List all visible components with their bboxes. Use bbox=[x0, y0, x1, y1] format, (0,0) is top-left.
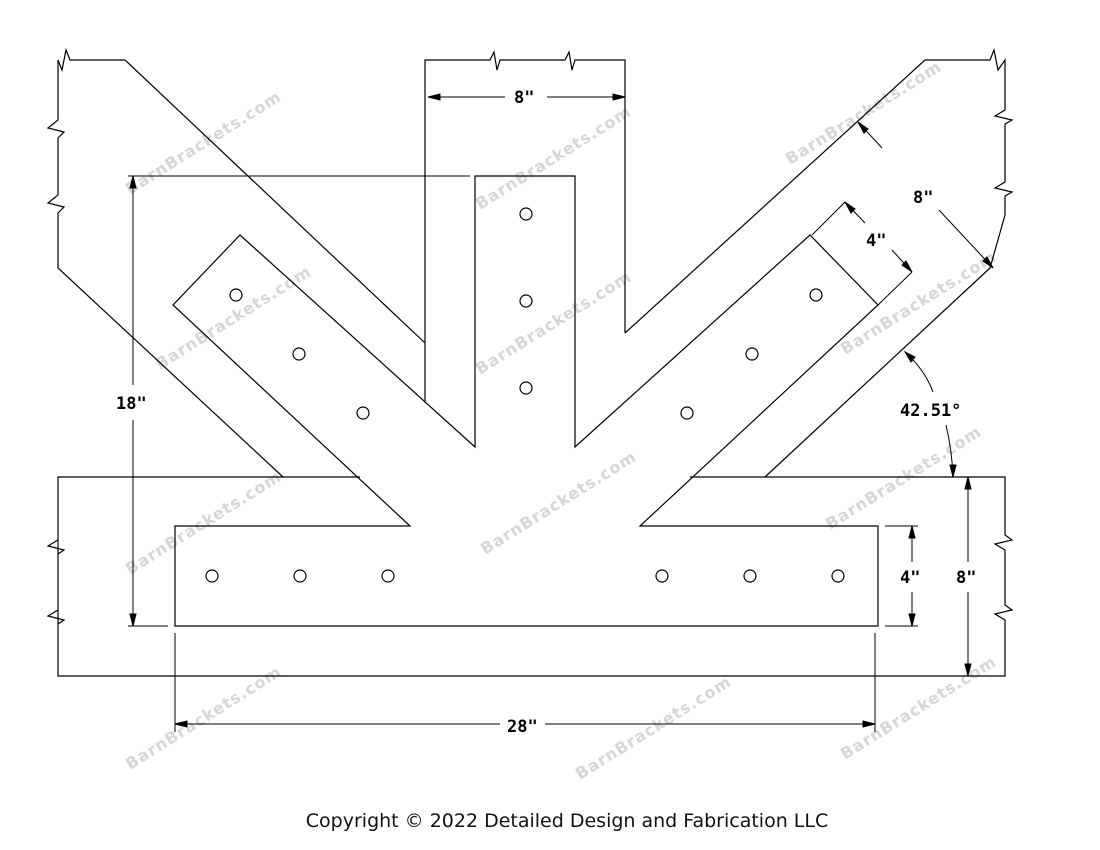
bolt-hole bbox=[292, 347, 306, 361]
bolt-hole bbox=[655, 569, 669, 583]
brace-depth-label: 8" bbox=[913, 188, 933, 208]
watermark: BarnBrackets.com bbox=[782, 57, 945, 169]
bolt-hole bbox=[519, 294, 533, 308]
bolt-hole bbox=[229, 288, 243, 302]
height-label: 18" bbox=[116, 394, 147, 414]
bolt-hole bbox=[831, 569, 845, 583]
bolt-hole bbox=[519, 381, 533, 395]
brace-plate-depth-label: 4" bbox=[866, 231, 886, 251]
bolt-hole bbox=[743, 569, 757, 583]
watermark: BarnBrackets.com bbox=[152, 262, 315, 374]
bolt-hole bbox=[293, 569, 307, 583]
watermarks: BarnBrackets.com BarnBrackets.com BarnBr… bbox=[122, 57, 1000, 784]
watermark: BarnBrackets.com bbox=[122, 662, 285, 774]
bolt-hole bbox=[381, 569, 395, 583]
bolt-hole bbox=[680, 406, 694, 420]
copyright-text: Copyright © 2022 Detailed Design and Fab… bbox=[305, 810, 829, 832]
post-width-label: 8" bbox=[514, 88, 534, 108]
watermark: BarnBrackets.com bbox=[837, 247, 1000, 359]
watermark: BarnBrackets.com bbox=[472, 102, 635, 214]
dimension-lines bbox=[128, 93, 994, 732]
bolt-hole bbox=[205, 569, 219, 583]
dimension-labels: 8" 18" 28" 4" 8" 8" 4" 42.51° bbox=[116, 88, 976, 737]
bolt-holes bbox=[205, 207, 845, 583]
watermark: BarnBrackets.com bbox=[477, 447, 640, 559]
angle-label: 42.51° bbox=[900, 401, 961, 421]
watermark: BarnBrackets.com bbox=[472, 267, 635, 379]
watermark: BarnBrackets.com bbox=[837, 652, 1000, 764]
watermark: BarnBrackets.com bbox=[122, 87, 285, 199]
bolt-hole bbox=[519, 207, 533, 221]
watermark: BarnBrackets.com bbox=[822, 422, 985, 534]
bolt-hole bbox=[809, 288, 823, 302]
steel-plate bbox=[172, 175, 879, 627]
plate-depth-label: 4" bbox=[900, 568, 920, 588]
width-label: 28" bbox=[507, 717, 538, 737]
beam-depth-label: 8" bbox=[956, 568, 976, 588]
watermark: BarnBrackets.com bbox=[572, 672, 735, 784]
timber-outlines bbox=[46, 47, 1014, 677]
watermark: BarnBrackets.com bbox=[122, 467, 285, 579]
bolt-hole bbox=[745, 347, 759, 361]
bolt-hole bbox=[356, 406, 370, 420]
